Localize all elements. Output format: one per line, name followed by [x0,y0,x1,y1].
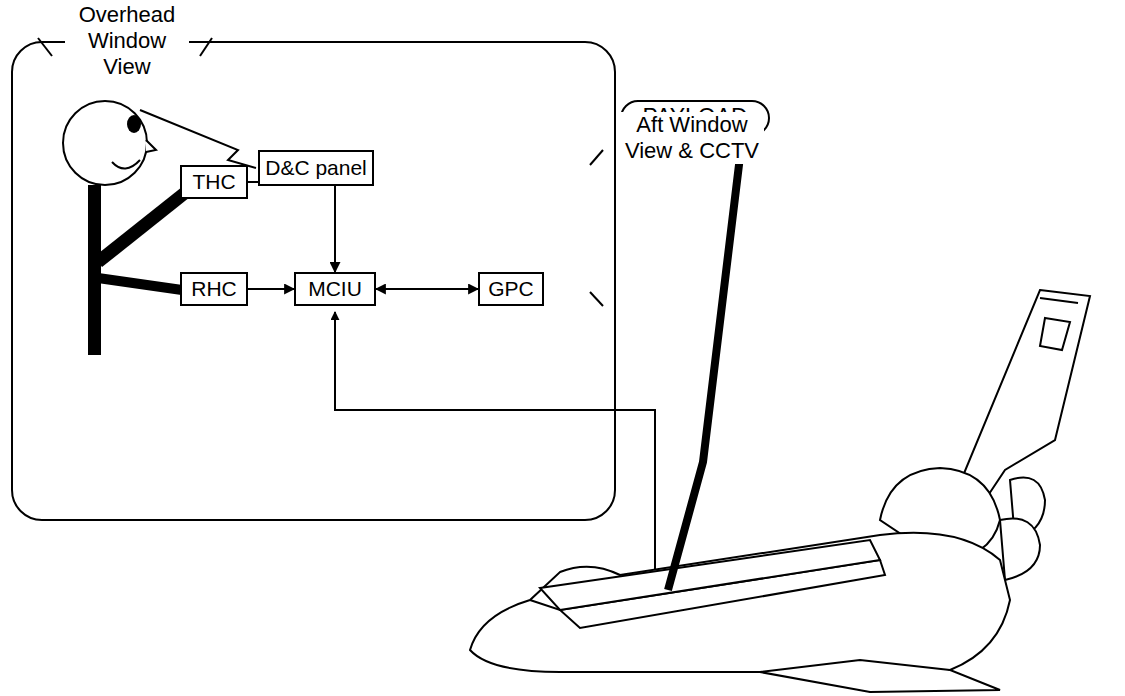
sight-line [140,110,256,168]
data-wire [335,312,655,582]
node-label: MCIU [308,277,362,300]
orbiter [470,290,1090,692]
manipulator-arm [668,140,742,590]
operator-nose [146,140,156,152]
operator-body [88,185,101,355]
node-label: D&C panel [265,156,367,179]
view-label: Aft Window View & CCTV [620,112,764,164]
operator-eye [127,115,141,133]
window-tick [38,38,52,56]
operator-smile [112,160,140,169]
view-label: Overhead Window View [65,2,189,80]
controller-box: THC [180,165,248,199]
payload-bay [540,540,880,610]
node-label: RHC [191,277,237,300]
node-label: THC [192,170,235,193]
node-label: GPC [488,277,534,300]
operator-arm [98,278,182,290]
cockpit-frame [12,42,615,520]
computer-box: GPC [478,272,544,306]
operator-arm [98,192,186,262]
rudder [1040,318,1070,350]
engine [1000,518,1040,580]
signal-arrow [376,288,478,290]
operator-head [63,101,147,185]
signal-arrow [248,182,335,272]
fuselage [470,533,1010,692]
window-tick [590,292,603,306]
display-panel-box: D&C panel [258,150,374,186]
signal-arrow [248,288,294,290]
window-tick [200,38,212,56]
wing-edge [760,660,950,672]
controller-box: RHC [180,272,248,306]
window-tick [590,150,603,165]
tail-fin [955,290,1090,500]
interface-box: MCIU [294,272,376,306]
tail-fin-edge [1040,298,1078,303]
